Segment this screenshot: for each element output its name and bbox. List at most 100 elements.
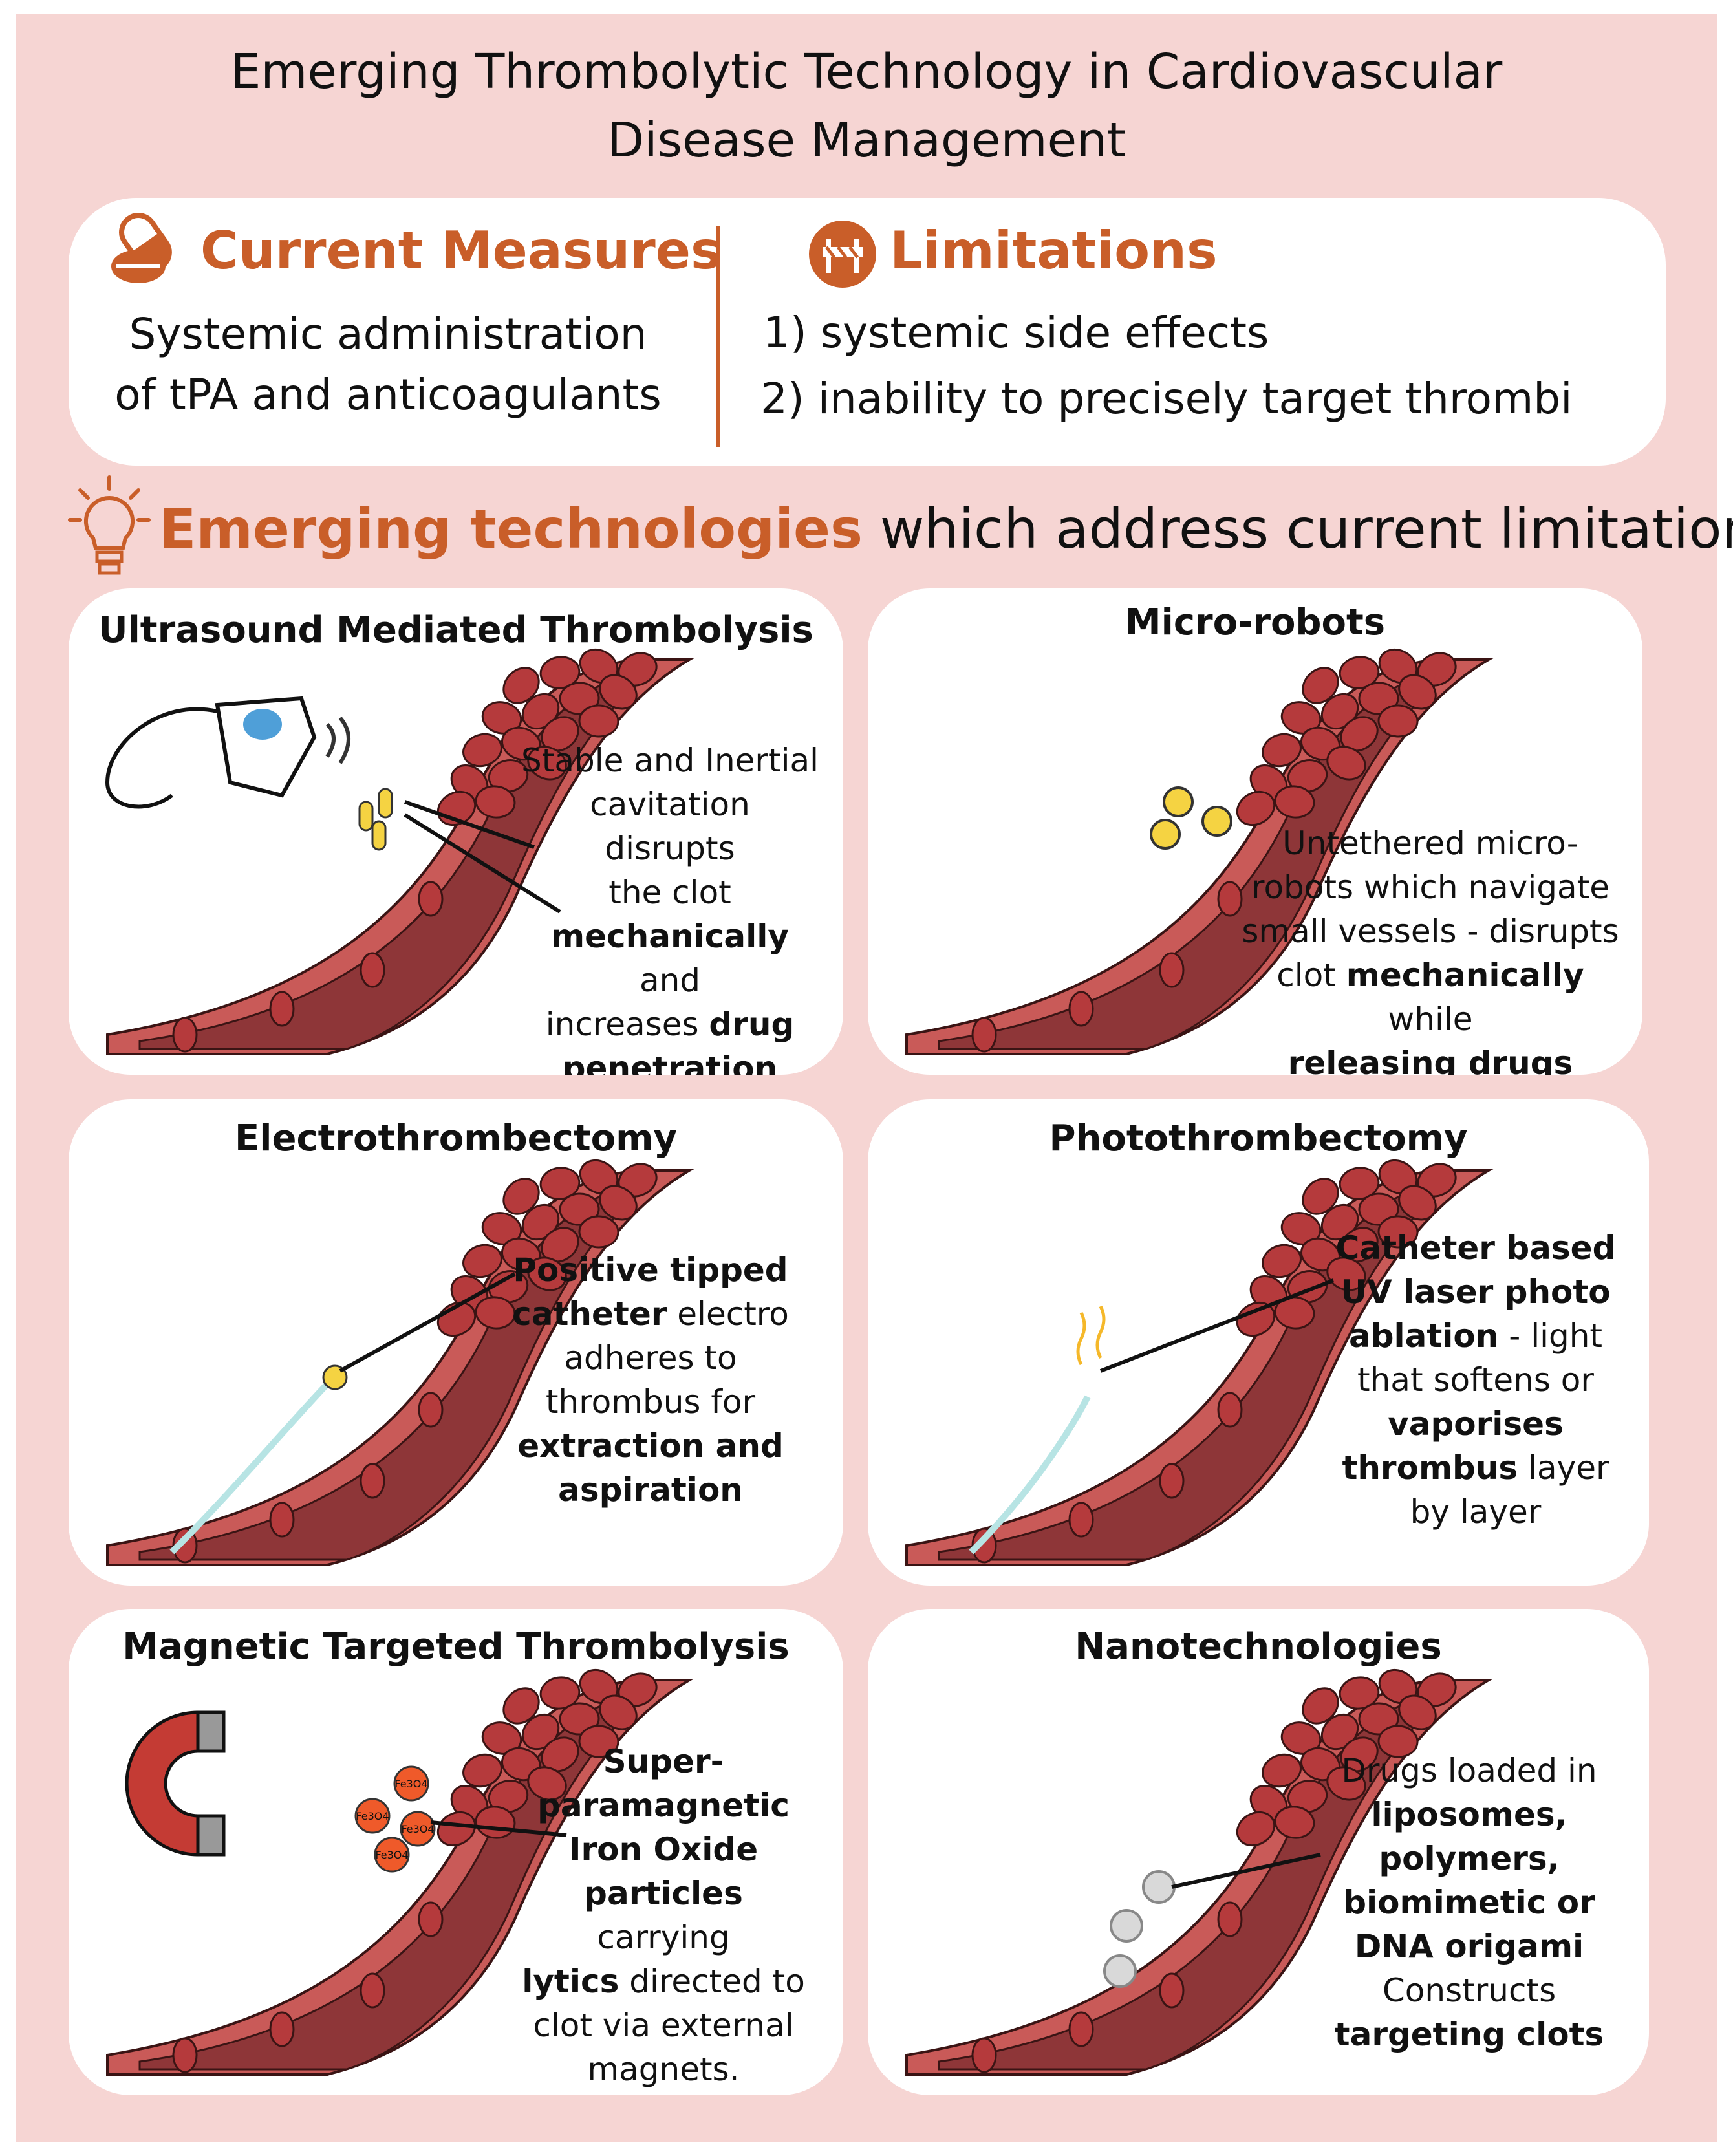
description-line: robots which navigate bbox=[1236, 865, 1624, 909]
red-blood-cell bbox=[1340, 716, 1379, 752]
red-blood-cell bbox=[541, 1227, 579, 1263]
text: and bbox=[639, 962, 701, 999]
card-microrobots-description: Untethered micro-robots which navigate sm… bbox=[1236, 821, 1624, 1075]
red-blood-cell bbox=[1236, 790, 1276, 826]
red-blood-cell bbox=[599, 1185, 638, 1221]
description-line: Iron Oxide bbox=[521, 1827, 806, 1871]
drug-capsule-icon bbox=[371, 820, 387, 851]
bold-text: paramagnetic bbox=[537, 1787, 790, 1824]
red-blood-cell bbox=[559, 1702, 600, 1736]
text: clot via external bbox=[533, 2007, 794, 2044]
red-blood-cell bbox=[1326, 746, 1366, 781]
red-blood-cell bbox=[1236, 1301, 1276, 1337]
bold-text: DNA origami bbox=[1354, 1928, 1584, 1965]
blood-vessel bbox=[905, 648, 1494, 1055]
red-blood-cell bbox=[1302, 667, 1339, 704]
description-line: small vessels - disrupts bbox=[1236, 909, 1624, 953]
ultrasound-probe-icon bbox=[105, 696, 350, 809]
text: Untethered micro- bbox=[1282, 825, 1578, 862]
text: while bbox=[1388, 1000, 1473, 1038]
particle-label: Fe3O4 bbox=[394, 1778, 427, 1790]
description-line: the clot bbox=[521, 870, 819, 914]
description-line: by layer bbox=[1333, 1490, 1618, 1534]
bold-text: Super- bbox=[603, 1743, 724, 1780]
text: that softens or bbox=[1357, 1361, 1594, 1399]
red-blood-cell bbox=[1302, 1687, 1339, 1725]
text: Drugs loaded in bbox=[1341, 1752, 1597, 1789]
page-title-line-1: Emerging Thrombolytic Technology in Card… bbox=[230, 44, 1503, 100]
description-line: liposomes, bbox=[1327, 1793, 1611, 1837]
red-blood-cell bbox=[475, 785, 516, 819]
red-blood-cell bbox=[502, 1178, 540, 1215]
red-blood-cell bbox=[1358, 1702, 1399, 1736]
nanoparticle-icon bbox=[1142, 1870, 1176, 1904]
text: Constructs bbox=[1382, 1972, 1556, 2009]
red-blood-cell bbox=[578, 704, 619, 738]
vessel-illustration bbox=[905, 648, 1494, 1055]
red-blood-cell bbox=[1398, 1694, 1437, 1730]
text: directed to bbox=[619, 1963, 805, 2000]
bold-text: particles bbox=[584, 1875, 743, 1912]
card-nano-title: Nanotechnologies bbox=[1075, 1626, 1442, 1668]
iron-oxide-particle-icon bbox=[400, 1811, 436, 1847]
red-blood-cell bbox=[481, 701, 522, 735]
red-blood-cell bbox=[436, 1811, 477, 1847]
red-blood-cell bbox=[1274, 1296, 1315, 1330]
particle-label: Fe3O4 bbox=[356, 1810, 389, 1822]
red-blood-cell bbox=[488, 1270, 529, 1304]
red-blood-cell bbox=[488, 1780, 529, 1813]
red-blood-cell bbox=[269, 991, 295, 1027]
red-blood-cell bbox=[1339, 656, 1380, 689]
bold-text: thrombus bbox=[1342, 1449, 1518, 1487]
description-line: mechanically and bbox=[521, 914, 819, 1002]
bold-text: releasing drugs locally bbox=[1287, 1044, 1573, 1075]
red-blood-cell bbox=[1339, 1676, 1380, 1710]
red-blood-cell bbox=[481, 1212, 522, 1245]
card-nanotechnologies: Nanotechnologies Drugs loaded in liposome… bbox=[868, 1609, 1649, 2095]
text: the clot bbox=[608, 874, 731, 911]
description-line: catheter electro bbox=[508, 1292, 793, 1336]
callout-line bbox=[404, 813, 561, 914]
red-blood-cell bbox=[1068, 2011, 1094, 2047]
description-line: cavitation disrupts bbox=[521, 782, 819, 870]
description-line: aspiration bbox=[508, 1468, 793, 1512]
vessel-illustration bbox=[905, 1159, 1494, 1566]
red-blood-cell bbox=[269, 2011, 295, 2047]
red-blood-cell bbox=[481, 1721, 522, 1755]
text: robots which navigate bbox=[1251, 868, 1610, 906]
red-blood-cell bbox=[1274, 1806, 1315, 1839]
red-blood-cell bbox=[527, 1766, 567, 1801]
barrier-icon bbox=[809, 221, 876, 288]
bold-text: penetration bbox=[562, 1050, 778, 1075]
red-blood-cell bbox=[1398, 1185, 1437, 1221]
red-blood-cell bbox=[1217, 881, 1243, 917]
red-blood-cell bbox=[1398, 674, 1437, 710]
description-line: polymers, bbox=[1327, 1837, 1611, 1881]
callout-line bbox=[1171, 1853, 1321, 1889]
red-blood-cell bbox=[1280, 1212, 1322, 1245]
red-blood-cell bbox=[1287, 1780, 1328, 1813]
description-line: magnets. bbox=[521, 2047, 806, 2091]
text: - light bbox=[1498, 1317, 1603, 1355]
description-line: that softens or bbox=[1333, 1358, 1618, 1402]
emerging-highlight: Emerging technologies bbox=[159, 497, 863, 561]
bold-text: lytics bbox=[522, 1963, 619, 2000]
bold-text: Positive tipped bbox=[513, 1251, 788, 1289]
red-blood-cell bbox=[269, 1502, 295, 1538]
red-blood-cell bbox=[1287, 759, 1328, 793]
limitation-item-2: 2) inability to precisely target thrombi bbox=[760, 374, 1573, 424]
current-measures-line-2: of tPA and anticoagulants bbox=[114, 370, 662, 420]
description-line: biomimetic or bbox=[1327, 1881, 1611, 1924]
red-blood-cell bbox=[1326, 1766, 1366, 1801]
page-title-line-2: Disease Management bbox=[607, 113, 1126, 168]
micro-robot-icon bbox=[1163, 786, 1194, 817]
card-microrobots-title: Micro-robots bbox=[1125, 601, 1386, 643]
emerging-technologies-heading: Emerging technologies which address curr… bbox=[159, 497, 1733, 561]
description-line: paramagnetic bbox=[521, 1784, 806, 1827]
text: carrying bbox=[597, 1919, 730, 1956]
bold-text: mechanically bbox=[551, 918, 789, 955]
text: small vessels - disrupts bbox=[1242, 912, 1619, 950]
